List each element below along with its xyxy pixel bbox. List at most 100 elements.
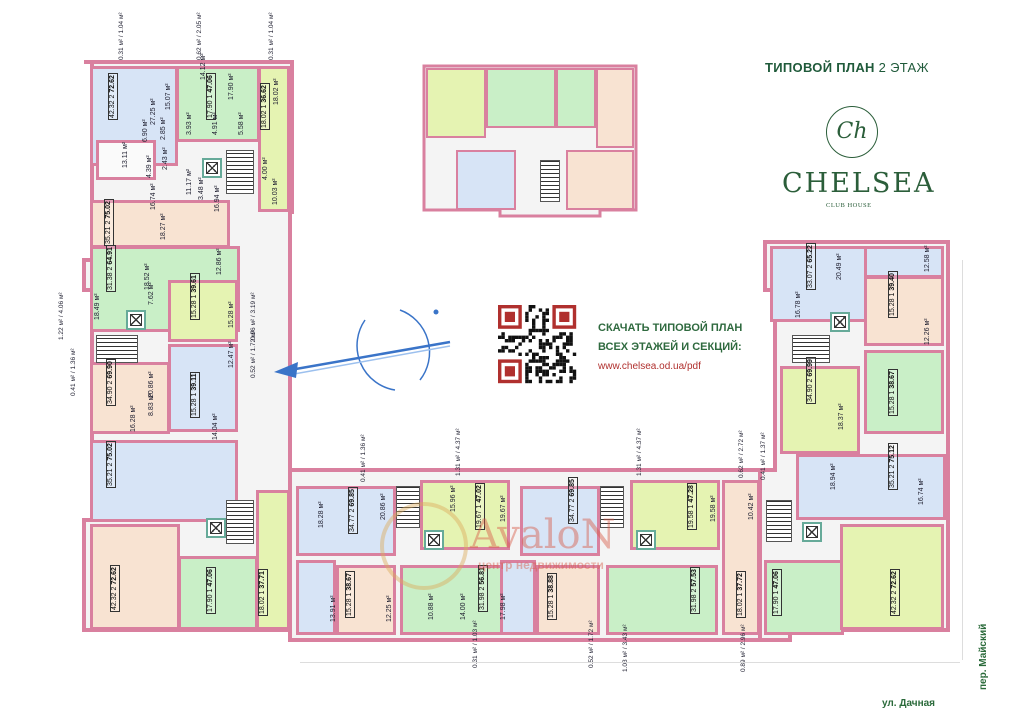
download-link[interactable]: www.chelsea.od.ua/pdf [598,361,701,372]
apartment[interactable] [168,344,238,432]
apartment[interactable] [864,350,944,434]
balcony-area: 0.52 м² / 1.72 м² [588,620,595,668]
qr-module [542,322,546,326]
qr-module [528,328,532,333]
apartment[interactable] [258,66,290,212]
qr-module [545,318,549,322]
apartment[interactable] [500,560,536,635]
balcony-area: 0.41 м² / 1.36 м² [70,348,77,396]
apartment[interactable] [336,565,396,635]
qr-module [562,362,566,367]
qr-finder [559,311,570,322]
apartment[interactable] [606,565,718,635]
qr-module [555,335,560,339]
qr-module [545,356,549,360]
mini-staircase [540,160,560,202]
qr-module [542,311,546,316]
qr-module [552,366,556,370]
apartment-badge: 31.38 2 64.91 [106,245,116,292]
apartment[interactable] [796,454,946,520]
apartment-badge: 35.21 2 75.02 [106,441,116,488]
qr-module [525,335,529,339]
balcony-area: 1.22 м² / 4.06 м² [58,292,65,340]
apartment[interactable] [840,524,944,630]
qr-module [572,369,577,373]
apartment[interactable] [722,480,760,635]
qr-module [555,379,560,384]
apartment[interactable] [630,480,720,550]
room-area: 6.90 м² [142,119,149,142]
mini-apartment [556,68,596,128]
apartment[interactable] [770,246,870,322]
room-area: 18.28 м² [318,501,325,528]
apartment[interactable] [176,66,260,142]
apartment[interactable] [178,556,258,630]
apartment[interactable] [764,560,844,635]
room-area: 8.83 м² [148,393,155,416]
qr-module [501,335,505,339]
apartment[interactable] [864,246,944,278]
room-area: 12.26 м² [924,318,931,345]
apartment[interactable] [90,524,180,630]
qr-module [501,349,505,353]
qr-module [569,335,573,339]
qr-finder [504,311,515,322]
room-area: 2.43 м² [162,147,169,170]
room-area: 18.02 м² [273,78,280,105]
qr-module [538,308,543,312]
qr-module [511,349,515,353]
apartment[interactable] [168,280,238,342]
qr-module [538,345,543,350]
apartment-badge: 31.98 2 56.81 [478,565,488,612]
room-area: 18.94 м² [830,463,837,490]
mini-apartment [486,68,556,128]
qr-module [532,359,536,363]
apartment-badge: 15.28 1 38.67 [888,369,898,416]
apartment-badge: 18.02 1 37.71 [258,569,268,616]
qr-module [545,379,549,384]
apartment-badge: 15.28 1 39.11 [190,371,200,418]
qr-module [559,356,563,360]
apartment-badge: 18.02 1 36.62 [260,83,270,130]
qr-module [525,379,529,384]
qr-code-icon[interactable] [498,305,580,385]
apartment-badge: 31.98 2 57.53 [690,567,700,614]
qr-module [545,342,549,346]
qr-module [572,373,577,377]
logo-monogram: Ch [836,119,868,144]
qr-module [528,369,532,373]
qr-module [532,328,536,333]
apartment[interactable] [864,276,944,346]
qr-module [542,356,546,360]
qr-module [498,335,502,339]
room-area: 3.93 м² [186,112,193,135]
staircase [600,486,624,528]
qr-module [549,345,553,350]
qr-module [528,305,532,309]
apartment[interactable] [90,440,238,522]
room-area: 3.48 м² [198,177,205,200]
apartment[interactable] [536,565,600,635]
qr-module [532,325,536,329]
qr-module [538,376,543,380]
elevator [202,158,222,178]
apartment[interactable] [296,560,336,635]
qr-module [562,342,566,346]
qr-module [518,352,522,356]
qr-module [542,318,546,322]
qr-module [532,352,536,356]
apartment[interactable] [780,366,860,454]
qr-module [542,325,546,329]
qr-module [569,332,573,336]
apartment-badge: 35.21 2 75.02 [104,199,114,246]
room-area: 7.62 м² [148,282,155,305]
apartment[interactable] [520,486,600,556]
apartment[interactable] [90,200,230,248]
apartment[interactable] [96,140,156,180]
apartment[interactable] [256,490,290,630]
qr-module [569,366,573,370]
apartment[interactable] [296,486,396,556]
elevator [830,312,850,332]
room-area: 12.25 м² [386,595,393,622]
qr-module [532,322,536,326]
